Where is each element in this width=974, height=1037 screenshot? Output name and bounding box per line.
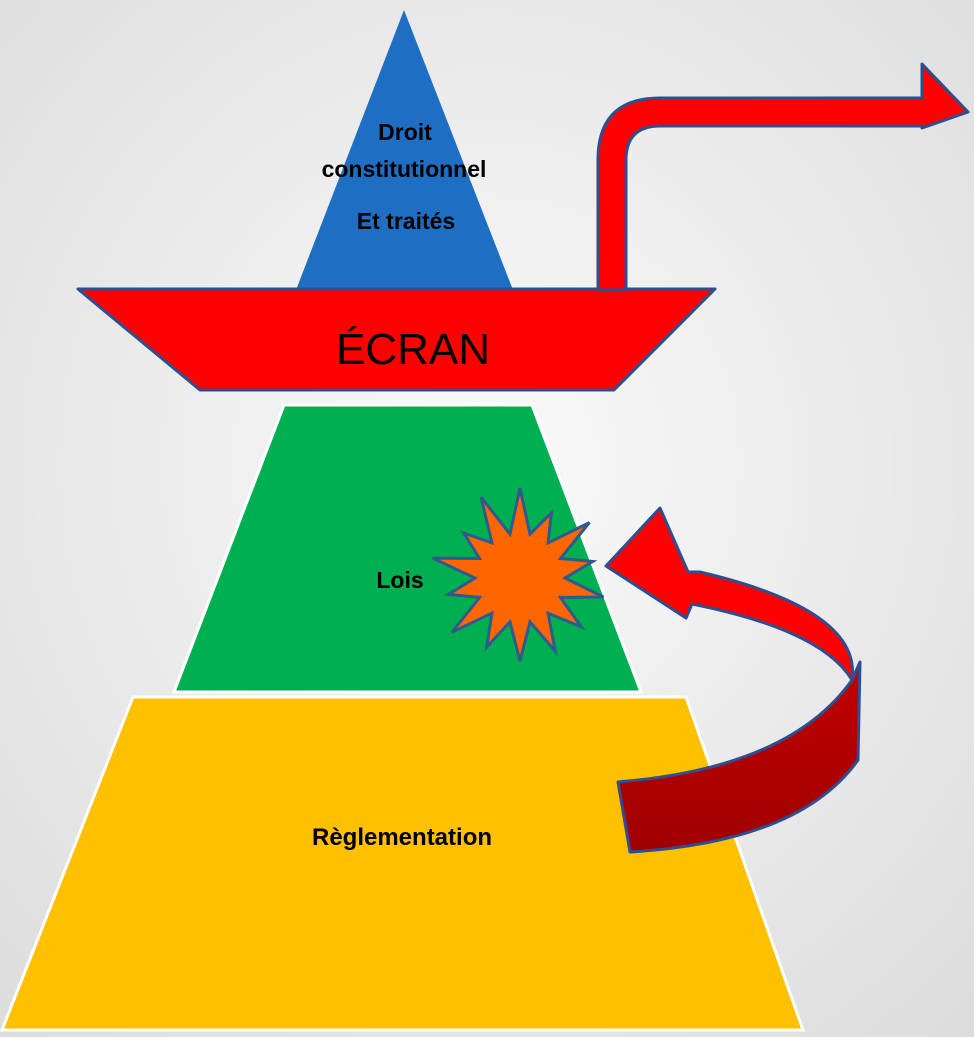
curved-arrow-shade [616, 660, 862, 854]
bottom-tier-label: Règlementation [312, 824, 492, 851]
top-tier-label-line2: constitutionnel [322, 156, 487, 182]
top-tier-label-line3: Et traités [357, 208, 455, 234]
curved-arrow-challenge [604, 506, 855, 682]
burst-star [431, 487, 605, 662]
top-tier-constitution [296, 10, 513, 290]
bottom-tier-reglementation [0, 695, 806, 1032]
screen-label: ÉCRAN [336, 325, 490, 374]
middle-tier-label: Lois [376, 567, 423, 593]
top-tier-label-line1: Droit [378, 119, 432, 145]
upward-right-arrow [596, 62, 970, 292]
screen-ecran-band [76, 287, 717, 392]
